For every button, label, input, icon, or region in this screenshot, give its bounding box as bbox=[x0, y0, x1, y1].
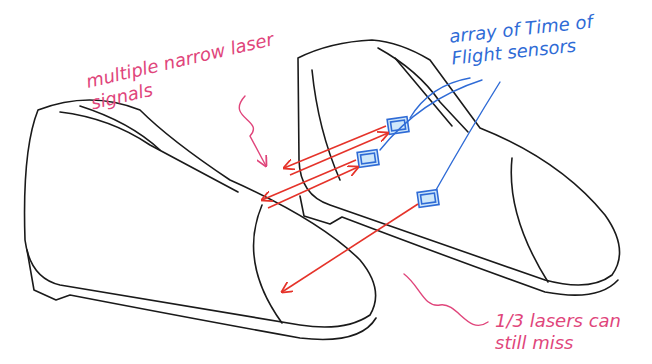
annotation-label: multiple narrow laser signals bbox=[84, 20, 318, 115]
annotation-label: array of Time of Flight sensors bbox=[448, 6, 637, 69]
laser-beam bbox=[262, 126, 418, 292]
annotation-label: 1/3 lasers can still miss bbox=[495, 310, 645, 354]
leader-line bbox=[380, 78, 500, 190]
left-shoe bbox=[25, 100, 376, 339]
leader-line bbox=[239, 96, 488, 325]
